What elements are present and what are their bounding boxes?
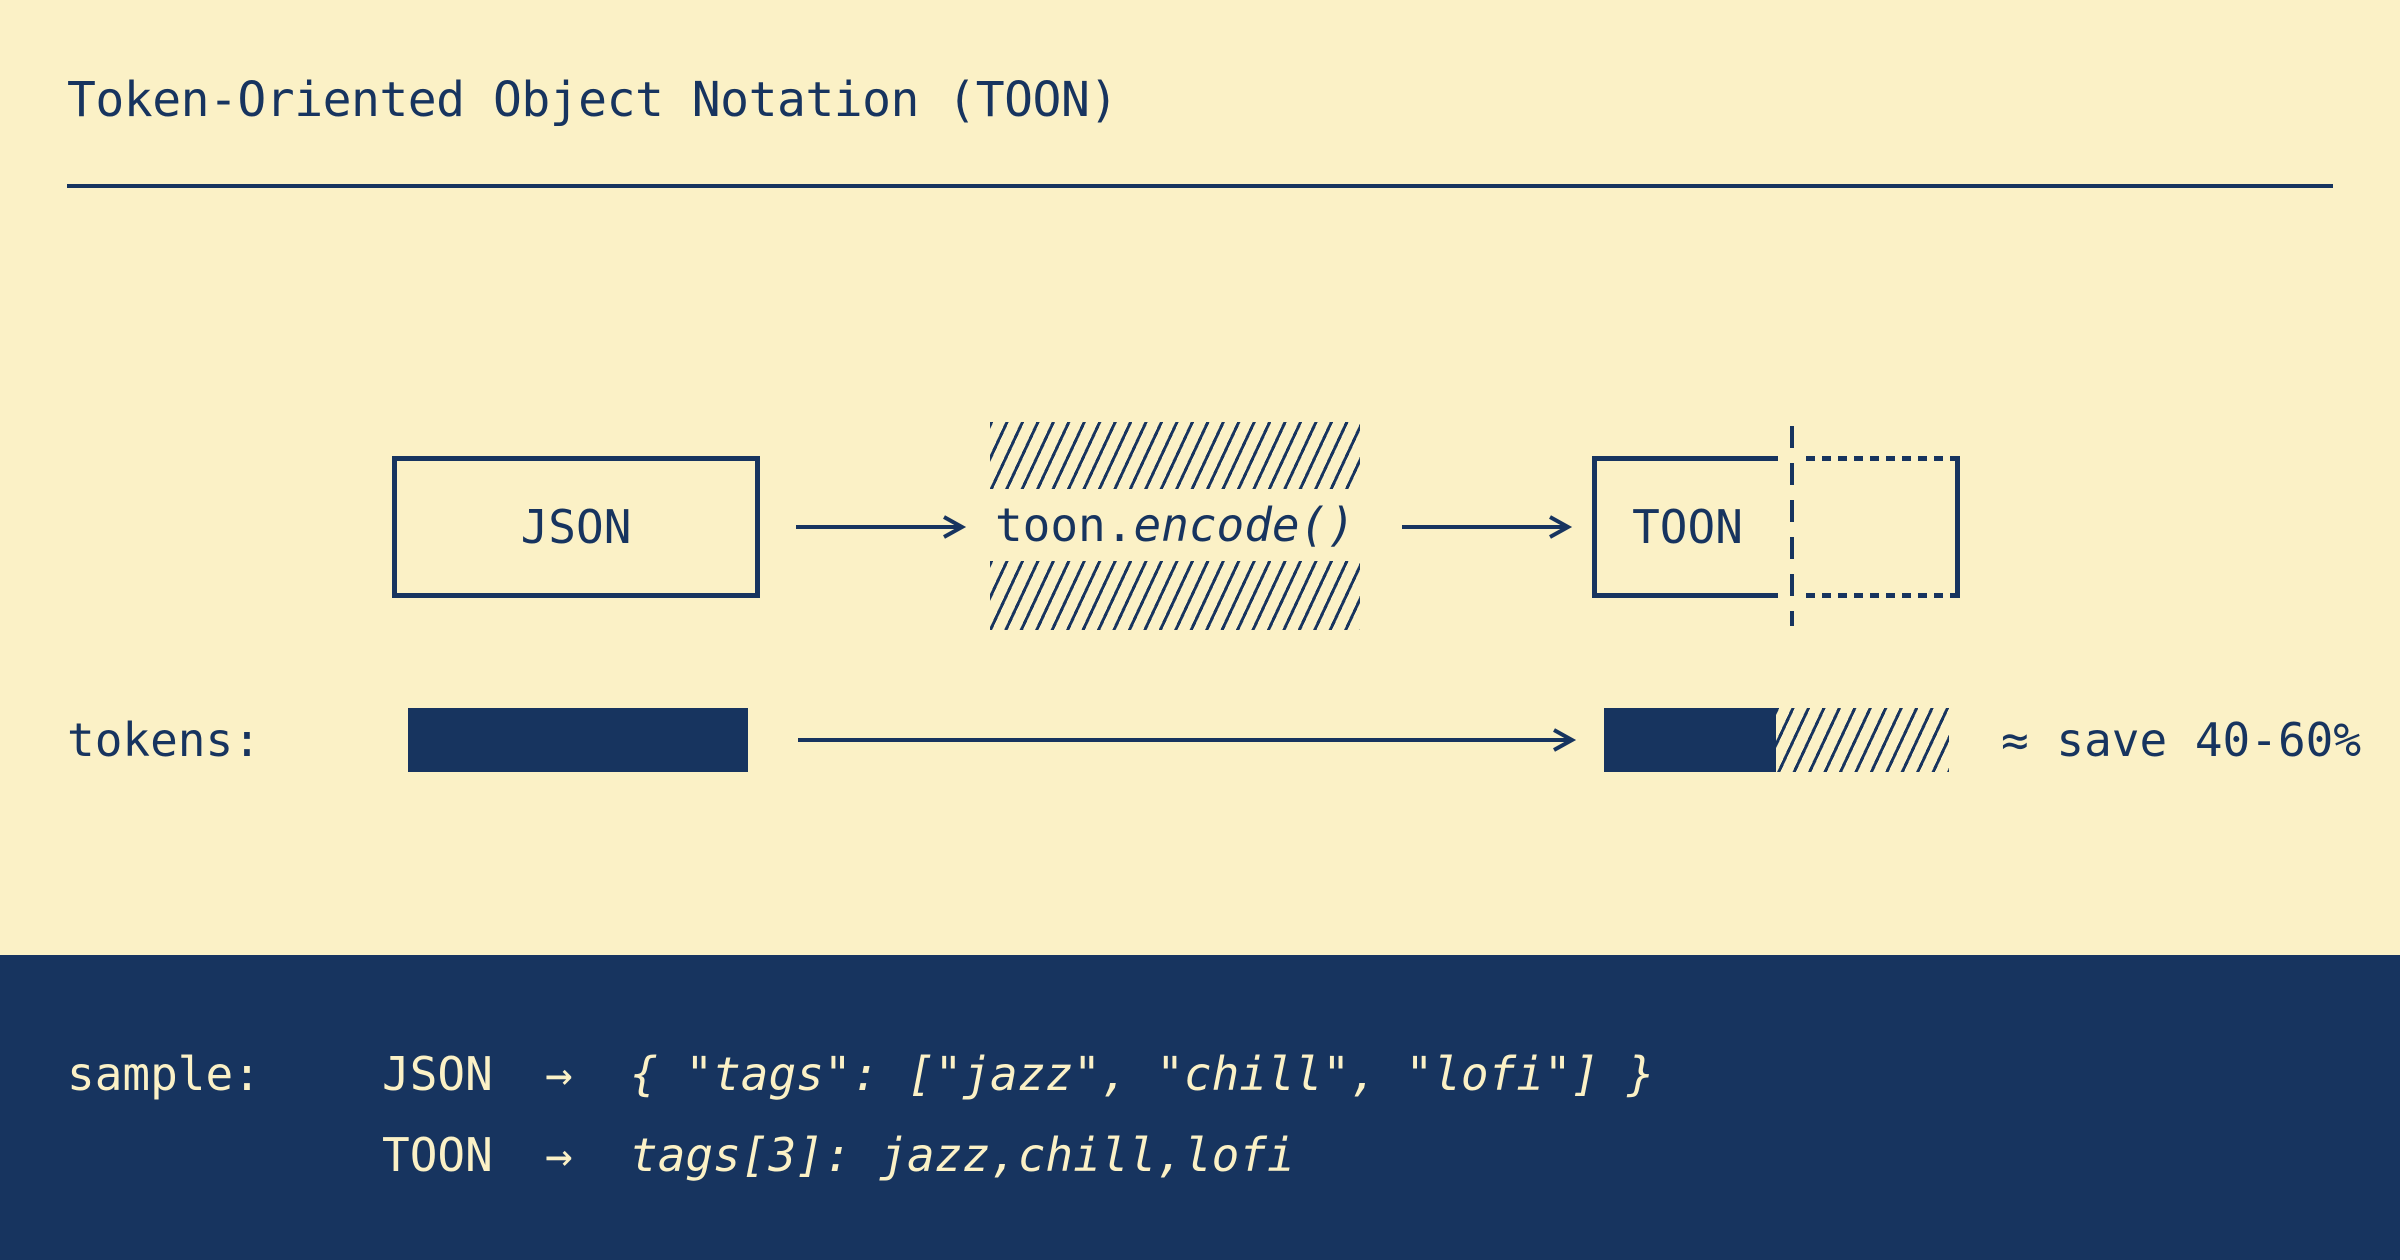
tokens-arrow-icon (798, 728, 1577, 752)
encoder-hatch-top (990, 422, 1360, 489)
toon-result-label: TOON (1632, 500, 1743, 554)
encoder-call-label: toon.encode() (990, 489, 1360, 561)
cut-dashed-line (1790, 426, 1794, 626)
json-source-label: JSON (520, 500, 632, 554)
sample-row-toon: TOON → tags[3]: jazz,chill,lofi (0, 1118, 2400, 1192)
toon-token-bar (1604, 708, 1776, 772)
sample-format-label: JSON (382, 1047, 493, 1101)
sample-toon-code: tags[3]: jazz,chill,lofi (630, 1128, 1295, 1182)
tokens-row-label: tokens: (67, 713, 261, 767)
toon-token-bar-saved-hatch (1776, 708, 1949, 772)
flow-arrow-icon (1402, 515, 1573, 539)
savings-note: ≈ save 40-60% (2001, 713, 2362, 767)
toon-result-box: TOON (1592, 456, 1778, 598)
flow-arrow-icon (796, 515, 967, 539)
json-source-box: JSON (392, 456, 760, 598)
sample-row-json: JSON → { "tags": ["jazz", "chill", "lofi… (0, 1037, 2400, 1111)
sample-json-code: { "tags": ["jazz", "chill", "lofi"] } (630, 1047, 1655, 1101)
encoder-method: encode() (1133, 498, 1356, 552)
arrow-right-icon: → (545, 1128, 573, 1182)
sample-label: sample: (67, 1047, 261, 1101)
sample-panel (0, 955, 2400, 1260)
saved-tokens-ghost-box (1806, 456, 1960, 598)
arrow-right-icon: → (545, 1047, 573, 1101)
json-token-bar (408, 708, 748, 772)
encoder-hatch-bottom (990, 561, 1360, 630)
title-divider (67, 184, 2333, 188)
page-title: Token-Oriented Object Notation (TOON) (67, 72, 1118, 128)
sample-format-label: TOON (382, 1128, 493, 1182)
encoder-namespace: toon. (994, 498, 1134, 552)
